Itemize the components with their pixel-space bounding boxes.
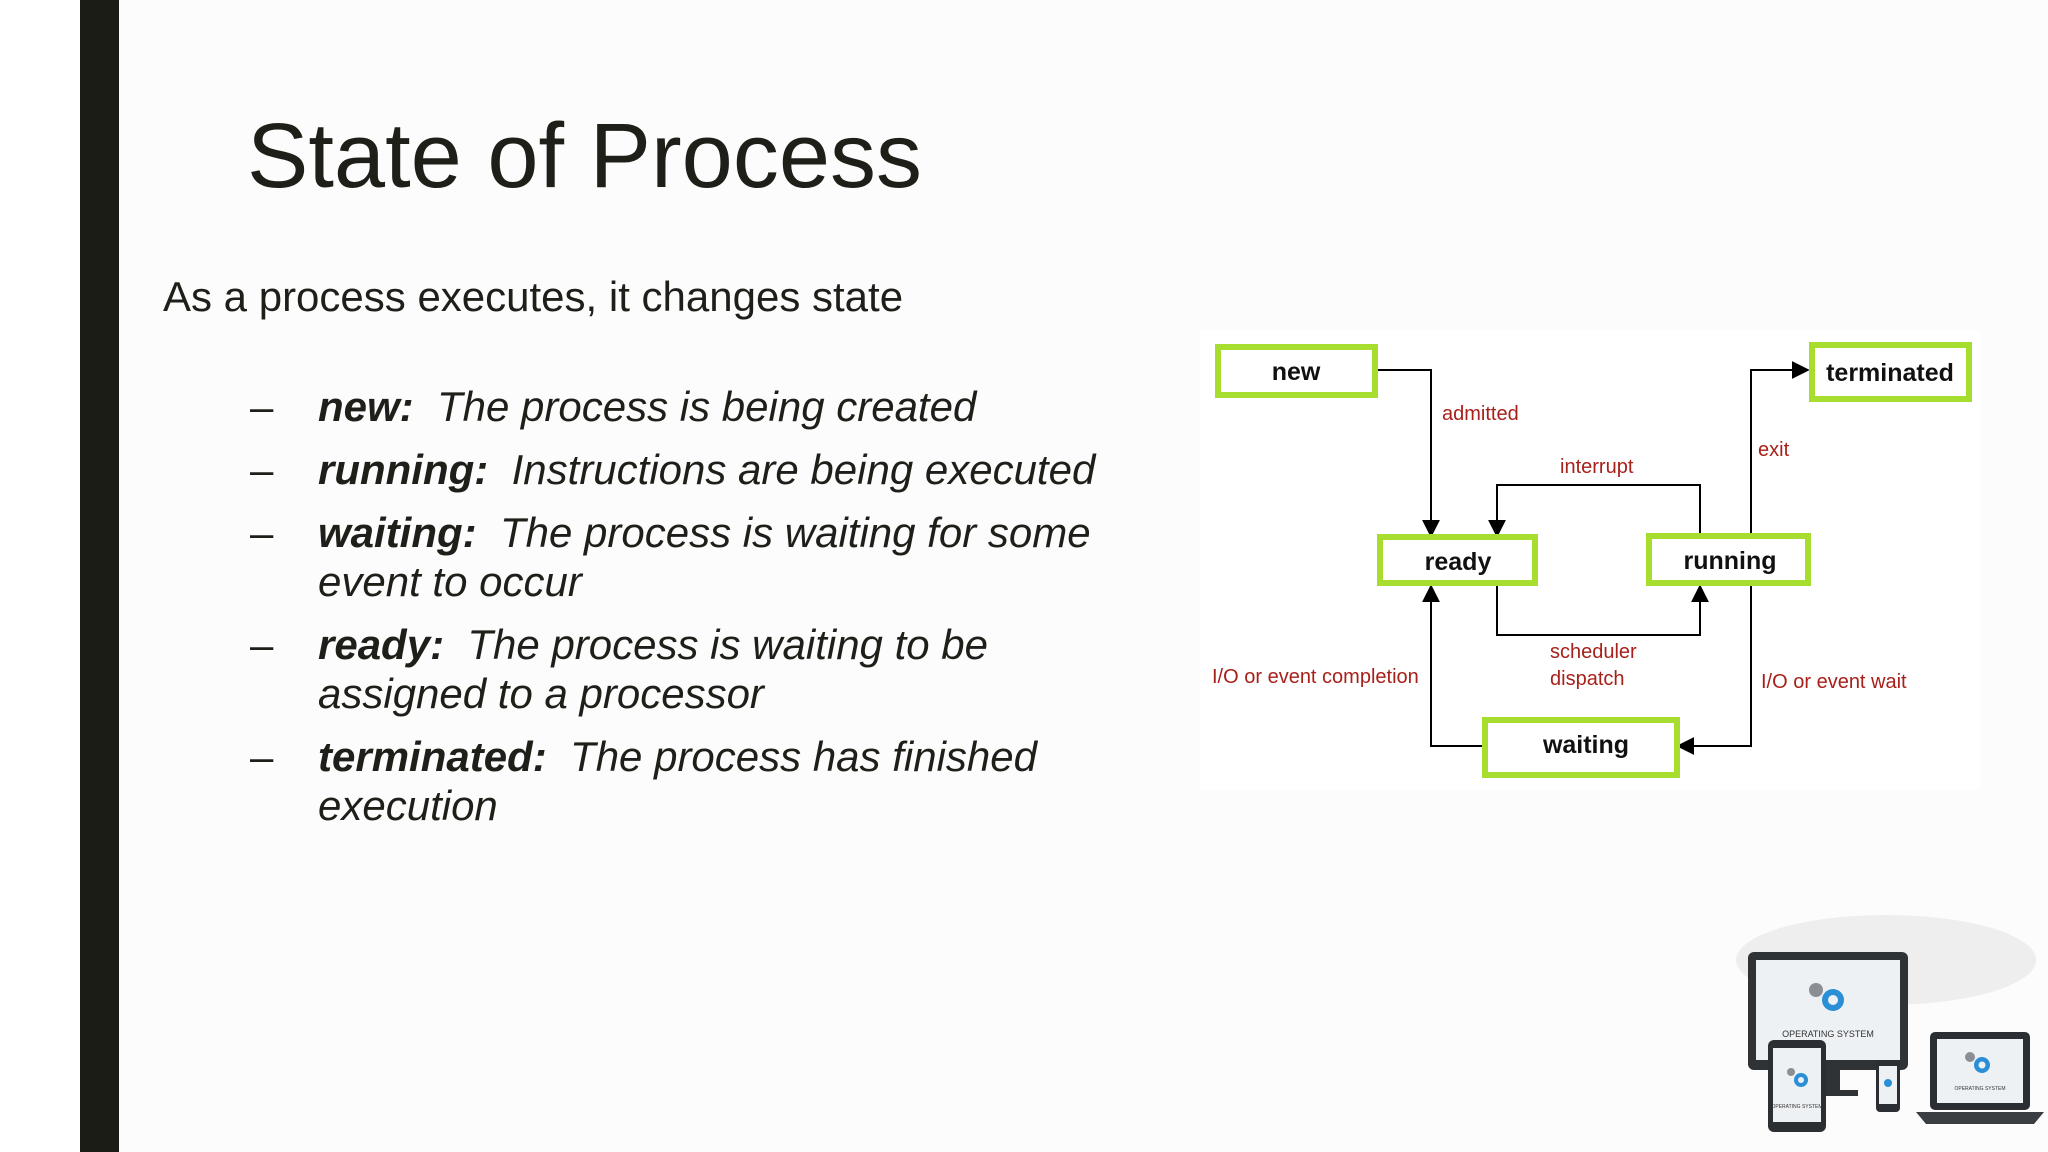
label-interrupt: interrupt (1560, 456, 1634, 478)
bullet-running: – running: Instructions are being execut… (250, 445, 1130, 494)
state-terminated-label: terminated (1826, 359, 1954, 387)
phone-icon (1876, 1060, 1900, 1112)
edge-exit (1750, 361, 1810, 535)
state-running-label: running (1683, 547, 1776, 575)
label-io-wait: I/O or event wait (1761, 671, 1907, 693)
label-scheduler: scheduler (1550, 641, 1637, 663)
intro-text: As a process executes, it changes state (163, 273, 904, 320)
bullet-dash: – (250, 383, 274, 430)
laptop-icon: OPERATING SYSTEM (1916, 1032, 2044, 1124)
bullet-new: – new: The process is being created (250, 382, 1130, 431)
slide-title: State of Process (247, 105, 922, 207)
edge-admitted (1377, 369, 1440, 538)
left-margin (0, 0, 80, 1152)
bullet-waiting: – waiting: The process is waiting for so… (250, 508, 1130, 606)
state-new-label: new (1272, 358, 1321, 386)
state-bullet-list: – new: The process is being created – ru… (250, 382, 1130, 844)
devices-illustration: OPERATING SYSTEM OPERATING SYSTEM OPER (1736, 915, 2044, 1132)
edge-interrupt (1488, 484, 1701, 538)
bullet-term: new: (318, 383, 414, 430)
label-dispatch: dispatch (1550, 668, 1625, 690)
edge-scheduler-dispatch (1496, 584, 1709, 636)
tablet-label: OPERATING SYSTEM (1771, 1104, 1822, 1110)
state-ready: ready (1377, 534, 1538, 586)
process-state-diagram: new terminated ready running waiting adm… (1200, 330, 1980, 790)
state-running: running (1646, 533, 1811, 586)
bullet-dash: – (250, 621, 274, 668)
edge-io-wait (1676, 584, 1752, 755)
bullet-dash: – (250, 509, 274, 556)
monitor-label: OPERATING SYSTEM (1782, 1029, 1874, 1039)
state-waiting-label: waiting (1542, 731, 1629, 759)
state-ready-label: ready (1425, 548, 1492, 576)
bullet-text: The process has finished execution (318, 733, 1037, 829)
state-terminated: terminated (1809, 342, 1972, 402)
label-io-completion: I/O or event completion (1212, 666, 1419, 688)
state-new: new (1215, 344, 1378, 398)
bullet-term: running: (318, 446, 489, 493)
edge-io-completion (1422, 584, 1485, 747)
bullet-terminated: – terminated: The process has finished e… (250, 732, 1130, 830)
bullet-dash: – (250, 446, 274, 493)
state-waiting: waiting (1482, 717, 1680, 778)
bullet-ready: – ready: The process is waiting to be as… (250, 620, 1130, 718)
laptop-label: OPERATING SYSTEM (1954, 1086, 2005, 1092)
bullet-term: waiting: (318, 509, 477, 556)
bullet-term: terminated: (318, 733, 547, 780)
tablet-icon: OPERATING SYSTEM (1768, 1040, 1826, 1132)
label-exit: exit (1758, 439, 1790, 461)
bullet-text: Instructions are being executed (511, 446, 1096, 493)
bullet-text: The process is waiting to be assigned to… (318, 621, 988, 717)
bullet-text: The process is being created (437, 383, 977, 430)
diagram-background (1200, 330, 1980, 790)
bullet-term: ready: (318, 621, 445, 668)
label-admitted: admitted (1442, 403, 1519, 425)
accent-side-bar (80, 0, 119, 1152)
bullet-text: The process is waiting for some event to… (318, 509, 1091, 605)
bullet-dash: – (250, 733, 274, 780)
